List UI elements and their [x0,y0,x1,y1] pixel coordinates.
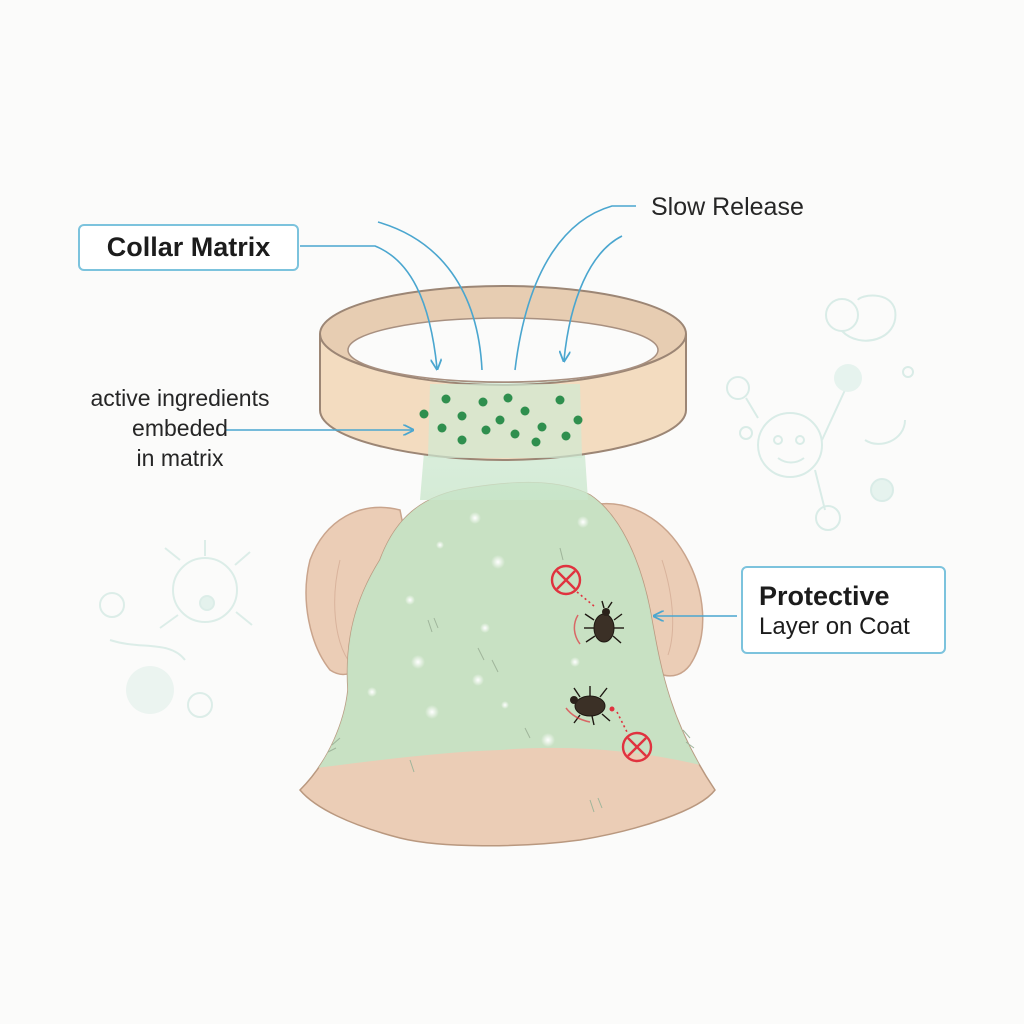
active-ingredients-line-1: active ingredients [90,385,270,411]
protective-layer [300,482,715,770]
collar-icon [319,285,687,462]
active-ingredients-label: active ingredients embeded in matrix [56,383,304,473]
collar-matrix-text: Collar Matrix [106,232,271,262]
protective-title: Protective [759,581,890,611]
protective-layer-label: Protective Layer on Coat [741,566,946,654]
tick-icon [565,686,615,726]
slow-release-label: Slow Release [651,193,804,221]
microbe-icon [726,294,914,531]
active-ingredients-line-2: embeded [132,415,228,441]
active-ingredient-particles [419,393,583,447]
pointer-arrows [225,205,737,616]
no-entry-icon [616,711,653,763]
microbe-icon [99,540,253,718]
fur-strokes [327,547,695,813]
no-entry-icon [550,564,595,607]
sparkles [367,512,589,747]
protective-subtitle: Layer on Coat [759,613,910,640]
tick-icon [573,600,624,645]
collar-matrix-label: Collar Matrix [78,224,299,271]
active-ingredients-line-3: in matrix [136,445,224,471]
